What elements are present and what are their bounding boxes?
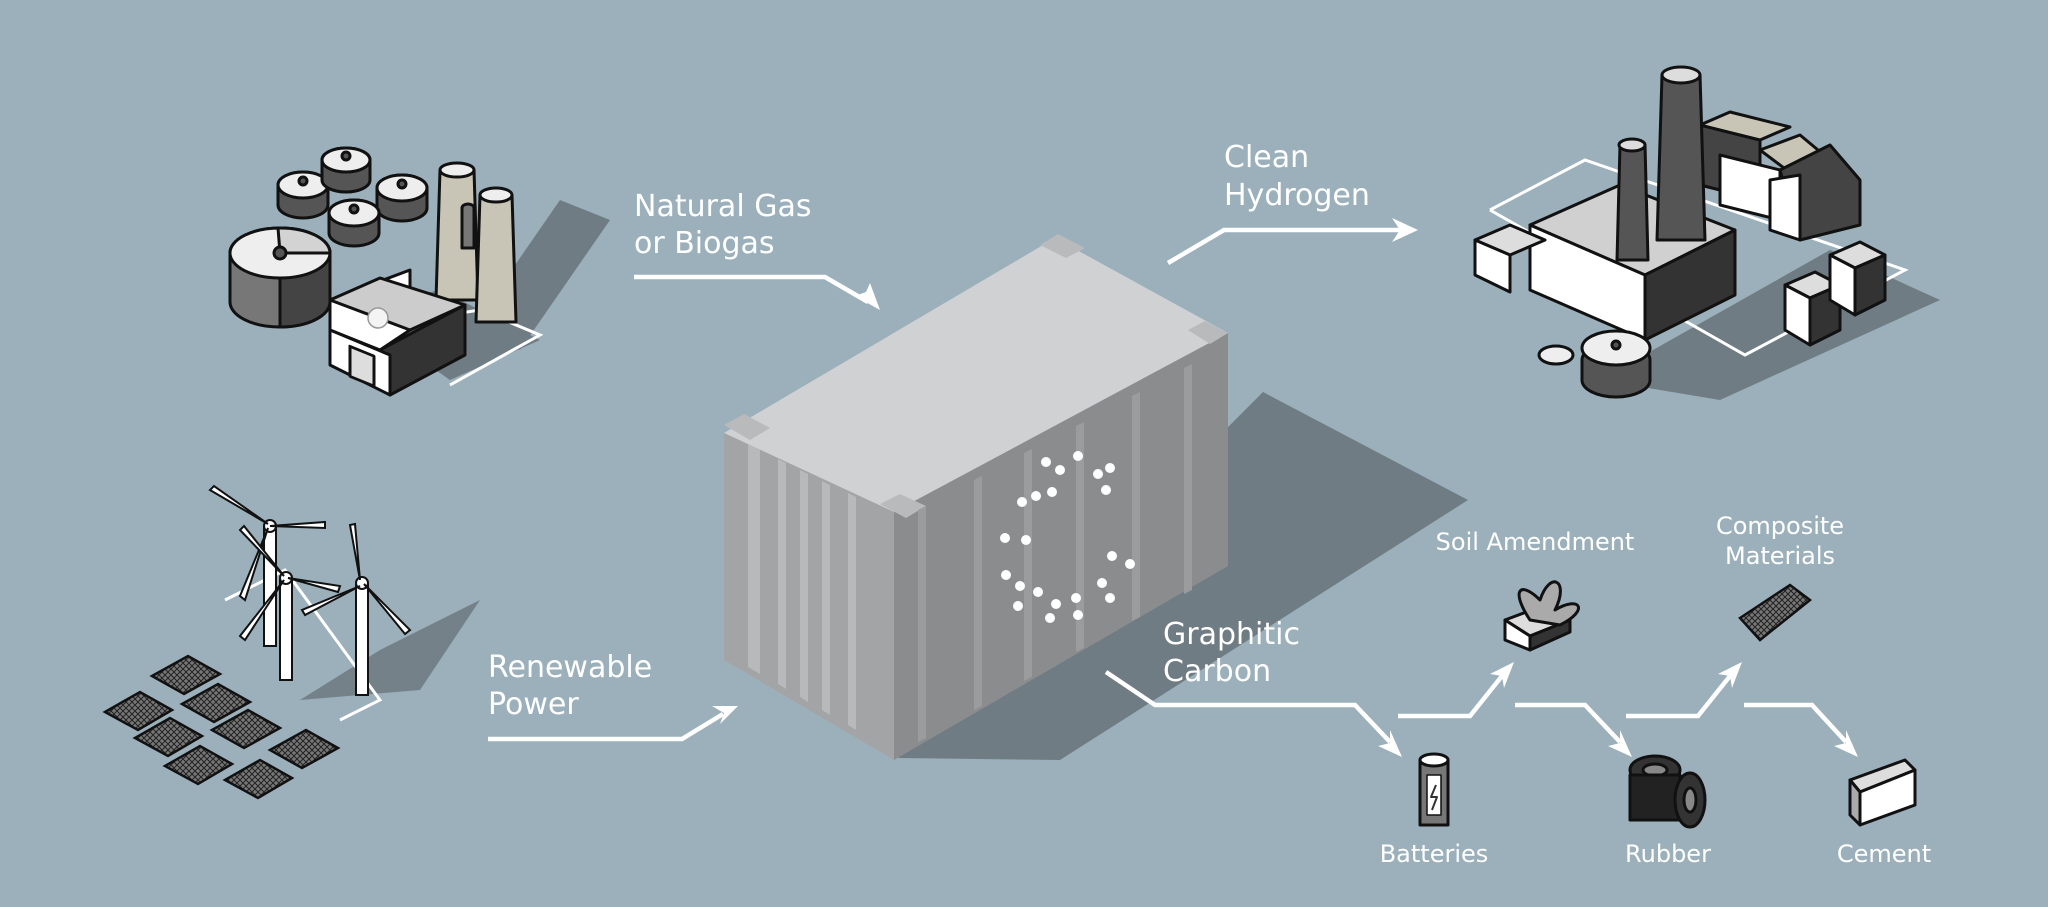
graphitic-carbon-label: Graphitic xyxy=(1163,617,1300,652)
arrow-renewable-to-container xyxy=(488,712,725,742)
natural-gas-label-line2: or Biogas xyxy=(634,226,775,261)
renewable-label-line2: Power xyxy=(488,687,579,722)
composite-materials-icon xyxy=(1738,583,1813,642)
gas-plant-illustration xyxy=(228,146,610,397)
arrow-to-composite xyxy=(1626,674,1732,719)
cement-label: Cement xyxy=(1837,840,1931,868)
renewable-label: Renewable xyxy=(488,650,652,685)
composite-materials-label-line2: Materials xyxy=(1725,542,1835,570)
arrow-carbon-to-batteries xyxy=(1104,670,1392,744)
arrows xyxy=(488,218,1858,757)
graphitic-carbon-label-line2: Carbon xyxy=(1163,654,1271,689)
batteries-label: Batteries xyxy=(1380,840,1489,868)
container-top xyxy=(724,238,1228,512)
natural-gas-label: Natural Gas xyxy=(634,189,811,224)
soil-amendment-label: Soil Amendment xyxy=(1436,528,1635,556)
arrow-to-rubber xyxy=(1515,702,1622,744)
clean-hydrogen-label: Clean xyxy=(1224,140,1309,175)
tires-icon xyxy=(1628,754,1707,829)
labels: Natural Gas or Biogas Renewable Power Cl… xyxy=(488,140,1931,868)
rubber-label: Rubber xyxy=(1625,840,1711,868)
renewable-farm-illustration xyxy=(102,484,480,800)
arrow-to-cement xyxy=(1744,702,1848,744)
container-logo-icon xyxy=(1000,451,1135,623)
arrow-gas-to-container xyxy=(634,274,870,304)
clean-hydrogen-label-line2: Hydrogen xyxy=(1224,178,1370,213)
reactor-container xyxy=(724,234,1468,760)
container-left-panels xyxy=(748,444,856,730)
arrow-to-soil xyxy=(1398,674,1504,719)
plant-icon xyxy=(1503,580,1580,652)
battery-icon xyxy=(1418,752,1450,827)
composite-materials-label: Composite xyxy=(1716,512,1844,540)
hydrogen-plant-illustration xyxy=(1473,65,1940,400)
steel-beam-icon xyxy=(1848,758,1917,827)
arrow-container-to-hydrogen xyxy=(1166,227,1405,265)
